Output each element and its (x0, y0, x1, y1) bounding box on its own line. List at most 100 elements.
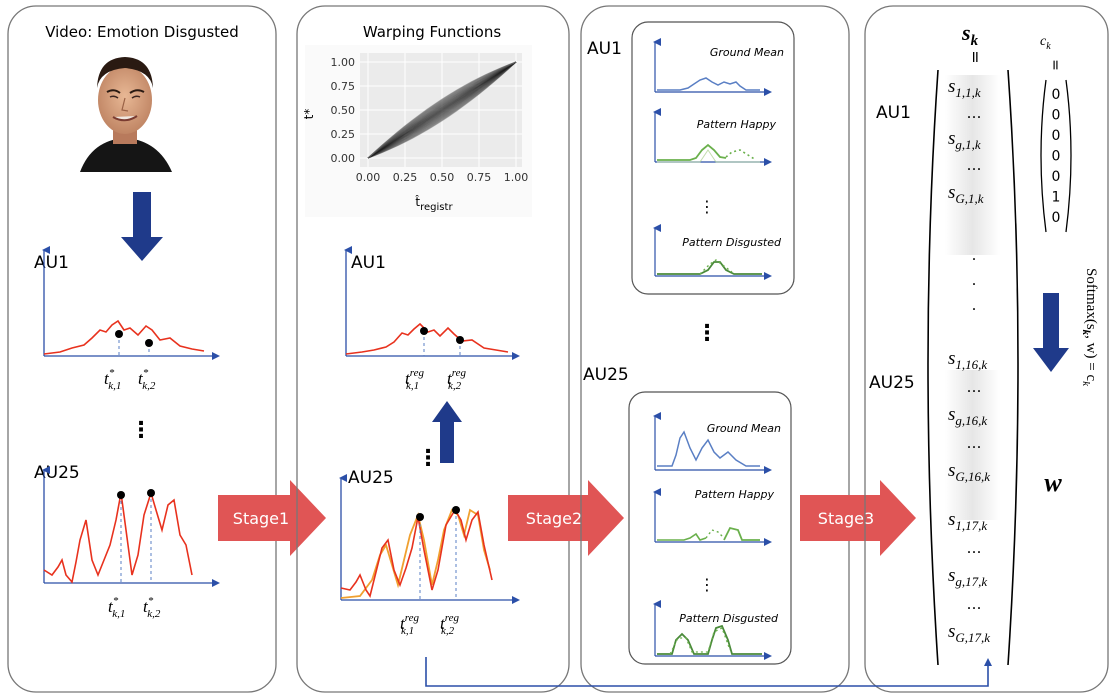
svg-text:0.75: 0.75 (331, 80, 356, 93)
score-vector-entry: sG,16,k (948, 460, 990, 484)
warping-curve (367, 61, 517, 159)
score-vector-entry: s1,1,k (948, 76, 981, 100)
c-vector-left-paren (1040, 79, 1047, 233)
warping-curve (367, 61, 517, 159)
au1-reg-point-2 (456, 336, 464, 344)
box1-pattern-happy: Pattern Happy (653, 108, 776, 166)
vector-right-paren (1007, 69, 1019, 666)
c-vector-entry: 0 (1052, 149, 1061, 165)
c-k-label: ck (1040, 34, 1051, 52)
warping-curve (367, 61, 517, 159)
svg-text:0.50: 0.50 (430, 171, 455, 184)
warping-curve (367, 61, 517, 159)
warping-curve (367, 61, 517, 159)
warping-curve (367, 61, 517, 159)
warping-curve (367, 61, 517, 159)
vertical-dots: ⋮ (130, 418, 152, 443)
warping-curve (367, 61, 517, 159)
panel-scores (864, 5, 1109, 693)
warping-curve (367, 61, 517, 159)
stage3-label: Stage3 (818, 509, 874, 528)
warping-curve (367, 61, 517, 159)
score-highlight-top (945, 75, 1000, 255)
au1-point-2 (145, 339, 153, 347)
warping-curve (367, 61, 517, 159)
down-arrow-icon (121, 192, 163, 261)
s-k-label: sk (961, 20, 979, 49)
au25-reg-red-curve (340, 508, 493, 598)
stage3-arrow (800, 480, 916, 556)
warping-curve (367, 61, 517, 159)
warping-curve (367, 61, 517, 159)
warping-curve (367, 61, 517, 159)
feedback-arrow (425, 657, 992, 687)
au25-reg-point-1 (416, 513, 424, 521)
box1-ground-mean: Ground Mean (653, 38, 784, 96)
au25-axes (42, 466, 220, 587)
warping-curve (367, 61, 517, 159)
warping-curve (367, 61, 517, 159)
panel-warping (296, 5, 570, 693)
au25-pattern-box (628, 391, 792, 665)
au25-label-reg: AU25 (348, 468, 394, 488)
warping-curve (367, 61, 517, 159)
warping-curve (367, 61, 517, 159)
warping-curve (367, 61, 517, 159)
warping-curve (367, 61, 517, 159)
c-vector-entry: 0 (1052, 128, 1061, 144)
au1-curve (43, 319, 205, 355)
au1-label-reg: AU1 (351, 253, 386, 273)
t2-label: t*k,2 (138, 367, 156, 392)
vertical-dots-2: ⋮ (417, 446, 439, 471)
warping-curve (367, 61, 517, 159)
svg-text:Ground Mean: Ground Mean (710, 46, 784, 59)
score-vector-entry: … (967, 434, 982, 452)
svg-text:Pattern Disgusted: Pattern Disgusted (679, 612, 779, 625)
box1-pattern-disgusted: Pattern Disgusted (653, 224, 782, 280)
score-vector-entry: … (967, 378, 982, 396)
svg-text:Pattern Disgusted: Pattern Disgusted (682, 236, 782, 249)
stage2-label: Stage2 (526, 509, 582, 528)
warping-plot: 1.00 0.75 0.50 0.25 0.00 0.00 0.25 0.50 … (302, 45, 532, 217)
face-photo (74, 52, 176, 172)
au1-label-scores: AU1 (876, 103, 911, 123)
svg-text:0.00: 0.00 (331, 152, 356, 165)
svg-text:0.25: 0.25 (331, 128, 356, 141)
au1-reg-axes (344, 246, 520, 360)
box1-vertical-dots: ⋮ (699, 197, 715, 216)
warping-yticks: 1.00 0.75 0.50 0.25 0.00 (331, 56, 356, 165)
au25-label: AU25 (34, 463, 80, 483)
svg-text:0.25: 0.25 (393, 171, 418, 184)
warping-curve (367, 61, 517, 159)
warping-curve (367, 61, 517, 159)
au1-axes (42, 246, 220, 360)
score-vector-entry: s1,16,k (948, 348, 987, 372)
warping-curve (367, 61, 517, 159)
s-k-equals: = (966, 50, 985, 63)
au1-reg-curve (345, 322, 509, 355)
panel-warping-title: Warping Functions (363, 23, 502, 41)
warping-curve (367, 61, 517, 159)
t1-label-bottom: t*k,1 (108, 595, 125, 620)
warping-curve (367, 61, 517, 159)
score-vector-entry: . (972, 271, 977, 289)
score-vector-entry: … (967, 104, 982, 122)
warping-curve (367, 61, 517, 159)
warping-curve (367, 61, 517, 159)
score-vector: s1,1,k…sg,1,k…sG,1,k...s1,16,k…sg,16,k…s… (948, 76, 990, 645)
warping-curve (367, 61, 517, 159)
w-label: w (1044, 468, 1062, 497)
panel-patterns (580, 5, 850, 693)
stage1-arrow (218, 480, 326, 556)
svg-text:Pattern Happy: Pattern Happy (695, 488, 775, 501)
box2-ground-mean: Ground Mean (653, 412, 781, 474)
warping-curve (367, 61, 517, 159)
svg-text:Ground Mean: Ground Mean (707, 422, 781, 435)
au25-label-scores: AU25 (869, 373, 915, 393)
vector-left-paren (927, 69, 939, 666)
stage1-label: Stage1 (233, 509, 289, 528)
au25-label-patterns: AU25 (583, 365, 629, 385)
